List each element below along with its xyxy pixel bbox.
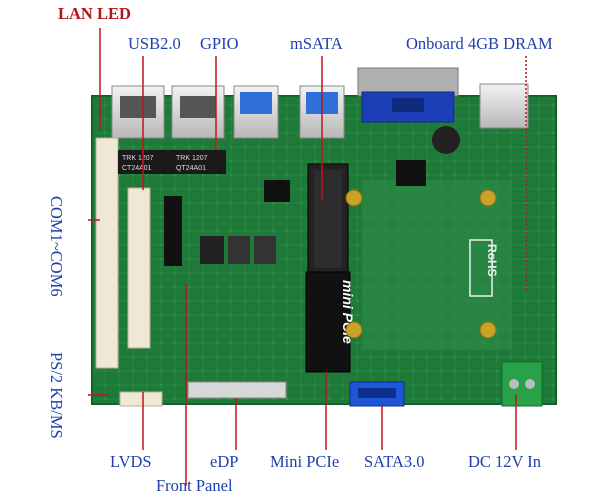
com-headers bbox=[95, 137, 151, 369]
lan-transformer-2: TRK 1207 QT24A01 bbox=[172, 150, 226, 174]
label-gpio: GPIO bbox=[200, 34, 239, 53]
dc-power-connector bbox=[501, 361, 543, 407]
rohs-mark: RoHS bbox=[469, 239, 499, 297]
lan-transformer-1: TRK 1207 CT24A01 bbox=[118, 150, 172, 174]
label-ps2: PS/2 KB/MS bbox=[47, 352, 66, 439]
label-dc: DC 12V In bbox=[468, 452, 542, 471]
label-dram: Onboard 4GB DRAM bbox=[406, 34, 553, 53]
sata-connector bbox=[349, 381, 405, 407]
label-edp: eDP bbox=[210, 452, 239, 471]
lvds-connector bbox=[119, 391, 163, 407]
svg-text:CT24A01: CT24A01 bbox=[122, 165, 152, 172]
usb3-port-1 bbox=[233, 85, 279, 139]
label-front-panel: Front Panel bbox=[156, 476, 233, 495]
label-lan-led: LAN LED bbox=[58, 4, 131, 23]
inductors bbox=[200, 236, 276, 264]
msata-slot bbox=[307, 163, 349, 275]
svg-text:QT24A01: QT24A01 bbox=[176, 165, 206, 172]
svg-text:TRK 1207: TRK 1207 bbox=[122, 155, 154, 162]
buzzer bbox=[432, 126, 460, 154]
label-usb: USB2.0 bbox=[128, 34, 181, 53]
sodimm-chip bbox=[264, 180, 290, 202]
edp-connector bbox=[187, 381, 287, 399]
svg-text:RoHS: RoHS bbox=[485, 244, 499, 277]
mini-pcie-slot: mini PCIe bbox=[305, 271, 356, 373]
leader-lines bbox=[88, 28, 527, 486]
ethernet-jack-3 bbox=[479, 83, 529, 129]
gpio-header bbox=[164, 196, 182, 266]
cpu-area bbox=[345, 160, 512, 350]
label-msata: mSATA bbox=[290, 34, 343, 53]
svg-text:TRK 1207: TRK 1207 bbox=[176, 155, 208, 162]
ethernet-jack-1 bbox=[111, 85, 165, 139]
label-lvds: LVDS bbox=[110, 452, 152, 471]
label-sata: SATA3.0 bbox=[364, 452, 425, 471]
label-minipcie: Mini PCIe bbox=[270, 452, 340, 471]
vga-connector bbox=[357, 67, 459, 123]
label-com: COM1~COM6 bbox=[47, 196, 66, 297]
